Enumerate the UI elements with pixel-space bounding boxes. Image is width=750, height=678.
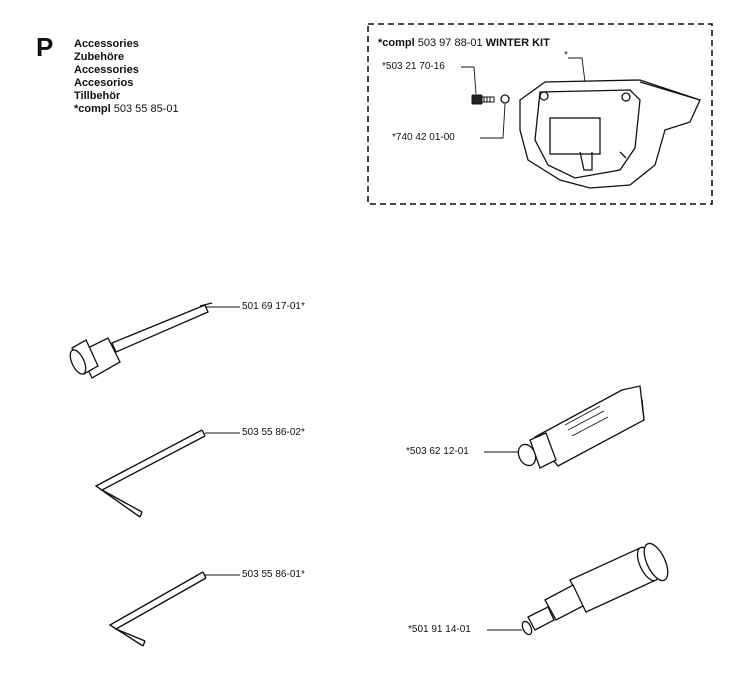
label-grease-tube: *503 62 12-01 xyxy=(406,446,469,457)
winter-kit-washer xyxy=(500,94,510,104)
title-es: Accesorios xyxy=(74,77,134,89)
title-en: Accessories xyxy=(74,38,139,50)
grease-tube xyxy=(517,385,645,469)
label-grease-gun: *501 91 14-01 xyxy=(408,624,471,635)
winter-kit-bolt xyxy=(471,94,495,105)
label-kit-washer: *740 42 01-00 xyxy=(392,132,455,143)
winter-kit-cover xyxy=(519,79,701,189)
winter-kit-box xyxy=(367,23,713,205)
title-sv: Tillbehör xyxy=(74,90,121,102)
label-plug-wrench: 501 69 17-01* xyxy=(242,301,305,312)
winter-kit-title: *compl 503 97 88-01 WINTER KIT xyxy=(378,37,550,49)
plug-wrench xyxy=(69,302,213,379)
grease-gun xyxy=(521,542,669,636)
hex-key-small xyxy=(108,571,207,647)
hex-key-large xyxy=(94,429,206,518)
title-de: Zubehöre xyxy=(74,51,125,63)
title-fr: Accessories xyxy=(74,64,139,76)
section-letter: P xyxy=(36,32,54,62)
label-hex-key-small: 503 55 86-01* xyxy=(242,569,305,580)
section-titles: Accessories Zubehöre Accessories Accesor… xyxy=(74,38,179,116)
label-kit-cover: * xyxy=(564,50,568,61)
label-kit-bolt: *503 21 70-16 xyxy=(382,61,445,72)
label-hex-key-large: 503 55 86-02* xyxy=(242,427,305,438)
section-compl: *compl 503 55 85-01 xyxy=(74,103,179,115)
